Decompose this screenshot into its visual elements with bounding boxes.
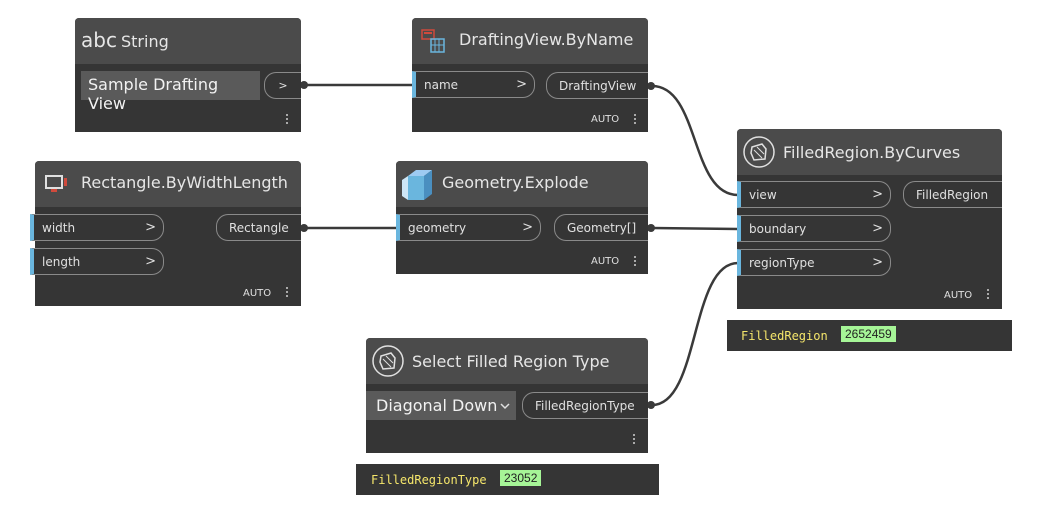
lacing-label[interactable]: AUTO [591,114,620,125]
input-port-name[interactable]: name > [412,71,535,98]
port-label: regionType [749,256,815,270]
input-port-regiontype[interactable]: regionType > [737,249,891,276]
lacing-label[interactable]: AUTO [591,256,620,267]
lacing-label[interactable]: AUTO [243,288,272,299]
port-label: FilledRegion [916,188,989,202]
expand-button[interactable]: > [264,72,301,99]
chevron-right-icon: > [145,254,156,269]
node-header[interactable] [366,338,648,384]
wire-geometry-to-boundary[interactable] [651,226,739,231]
chevron-right-icon: > [278,79,288,92]
region-type-dropdown[interactable]: Diagonal Down [366,391,516,420]
cube-icon [402,170,432,200]
string-node[interactable]: abc String Sample Drafting View > [75,18,301,132]
select-filled-region-type-node[interactable]: Select Filled Region Type Diagonal Down … [366,338,648,453]
port-label: DraftingView [559,79,637,93]
filled-region-preview: FilledRegion 2652459 [727,320,1012,351]
node-header[interactable] [396,161,648,207]
input-port-geometry[interactable]: geometry > [396,214,541,241]
preview-type: FilledRegion [741,329,828,343]
output-port-geometry-list[interactable]: Geometry[] [554,214,648,241]
preview-type: FilledRegionType [371,473,487,487]
node-title: Geometry.Explode [442,173,589,192]
output-port-filledregiontype[interactable]: FilledRegionType [522,392,648,419]
string-value-input[interactable]: Sample Drafting View [81,71,260,113]
chevron-right-icon: > [872,187,883,202]
node-title: Select Filled Region Type [412,352,610,371]
port-label: length [42,255,81,269]
wire-draftingview-to-view[interactable] [651,84,739,197]
output-port-rectangle[interactable]: Rectangle [216,214,301,241]
dropdown-selected-value: Diagonal Down [376,396,498,415]
port-label: Geometry[] [567,221,637,235]
node-title: FilledRegion.ByCurves [783,143,961,162]
node-title: DraftingView.ByName [459,30,634,49]
preview-value: 23052 [500,470,542,486]
lacing-label[interactable]: AUTO [944,290,973,301]
filled-region-icon [743,136,775,168]
port-label: FilledRegionType [535,399,635,413]
geometry-explode-node[interactable]: Geometry.Explode geometry > Geometry[] A… [396,161,648,274]
chevron-right-icon: > [145,220,156,235]
string-value: Sample Drafting View [88,75,219,113]
node-title: String [121,32,169,51]
drafting-view-node[interactable]: DraftingView.ByName name > DraftingView … [412,18,648,132]
chevron-right-icon: > [522,220,533,235]
port-label: view [749,188,777,202]
chevron-right-icon: > [516,77,527,92]
port-label: width [42,221,76,235]
output-port-filledregion[interactable]: FilledRegion [903,181,1002,208]
abc-text-icon: abc [81,28,117,52]
more-options-icon[interactable] [987,287,991,301]
port-label: name [424,78,459,92]
preview-value: 2652459 [841,326,896,342]
port-dot [647,401,655,409]
port-label: boundary [749,222,807,236]
more-options-icon[interactable] [286,285,290,299]
node-header[interactable] [737,129,1002,175]
filled-region-node[interactable]: FilledRegion.ByCurves view > boundary > … [737,129,1002,309]
port-dot [300,224,308,232]
node-header[interactable] [412,18,648,64]
more-options-icon[interactable] [286,112,290,126]
wire-regiontype-to-regiontype[interactable] [651,261,739,407]
port-dot [300,81,308,89]
filled-region-icon [372,345,404,377]
input-port-boundary[interactable]: boundary > [737,215,891,242]
region-type-preview: FilledRegionType 23052 [356,464,659,495]
chevron-down-icon [500,403,510,410]
port-dot [647,224,655,232]
input-port-length[interactable]: length > [30,248,164,275]
port-dot [647,82,655,90]
chevron-right-icon: > [872,221,883,236]
rectangle-node[interactable]: Rectangle.ByWidthLength width > length >… [30,161,301,306]
more-options-icon[interactable] [634,112,638,126]
node-header[interactable] [75,18,301,64]
drafting-view-icon [421,29,445,53]
port-label: geometry [408,221,467,235]
rectangle-icon [45,175,67,192]
node-title: Rectangle.ByWidthLength [81,173,288,192]
input-port-width[interactable]: width > [30,214,164,241]
output-port-draftingview[interactable]: DraftingView [546,72,648,99]
input-port-view[interactable]: view > [737,181,891,208]
chevron-right-icon: > [872,255,883,270]
node-header[interactable] [35,161,301,207]
port-label: Rectangle [229,221,289,235]
more-options-icon[interactable] [633,432,637,446]
more-options-icon[interactable] [634,254,638,268]
